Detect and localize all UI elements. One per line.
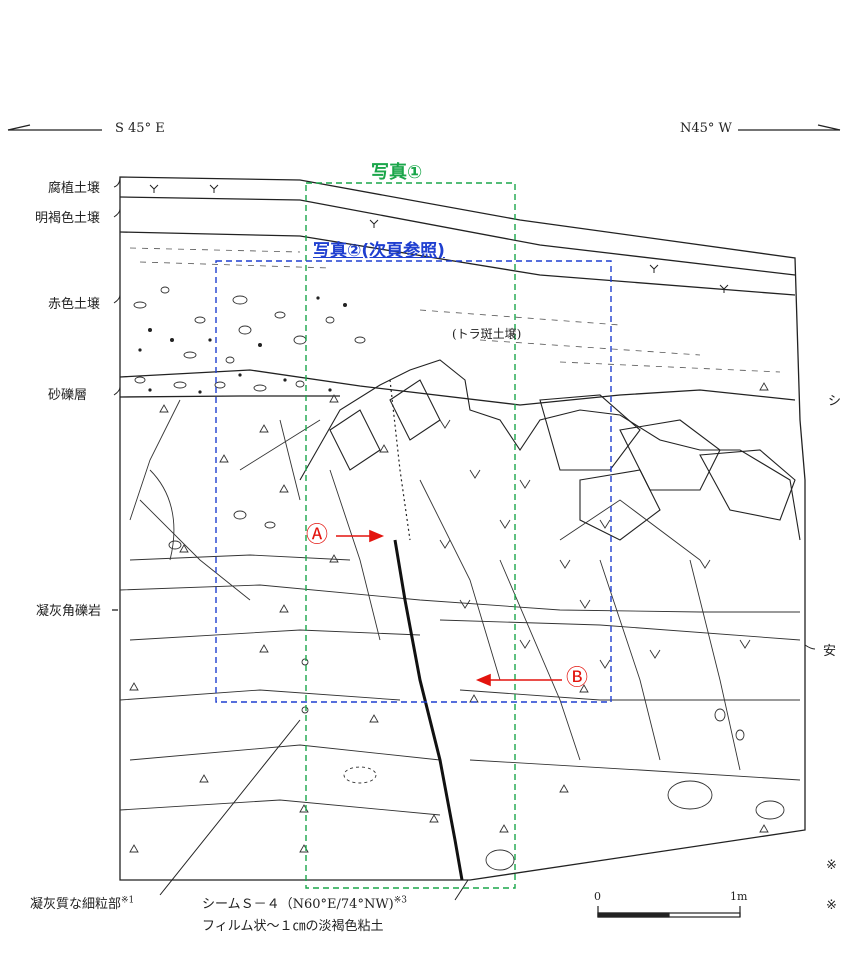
photo2-frame xyxy=(215,260,612,703)
direction-left-label: S 45° E xyxy=(115,121,165,136)
right-edge-an: 安 xyxy=(823,644,837,659)
stratum-label-light-brown: 明褐色土壌 xyxy=(35,211,101,226)
marker-arrows xyxy=(336,529,562,687)
label-leaders xyxy=(113,176,816,901)
stratum-label-humus: 腐植土壌 xyxy=(48,181,101,196)
seam-s4-line xyxy=(393,539,464,881)
tuff-symbols xyxy=(129,382,769,853)
seam-label: シームＳ－４（N60°E/74°NW)※3 xyxy=(202,893,407,912)
seam-note-mark: ※3 xyxy=(393,895,408,906)
stratum-label-tuff-breccia: 凝灰角礫岩 xyxy=(36,604,102,619)
tora-soil-label: (トラ斑土壌) xyxy=(452,327,522,341)
direction-arrow-right xyxy=(738,124,841,131)
stratum-label-gravel: 砂礫層 xyxy=(48,388,88,403)
scale-one-label: 1m xyxy=(730,890,748,903)
marker-b: Ⓑ xyxy=(566,666,589,691)
seam-description: フィルム状～１㎝の淡褐色粘土 xyxy=(202,919,384,934)
marker-a: Ⓐ xyxy=(306,523,329,548)
fine-grain-label: 凝灰質な細粒部※1 xyxy=(30,893,134,912)
outcrop-outline xyxy=(112,176,806,881)
gravel-dots xyxy=(138,296,347,394)
stratum-label-red-soil: 赤色土壌 xyxy=(48,297,101,312)
scale-bar xyxy=(597,906,741,918)
breccia-blocks xyxy=(299,359,801,541)
vegetation-marks xyxy=(149,184,729,293)
photo2-label: 写真②(次頁参照) xyxy=(313,241,445,261)
right-edge-shi: シ xyxy=(828,394,842,409)
fine-grain-note-mark: ※1 xyxy=(121,895,135,906)
direction-arrow-left xyxy=(7,124,102,131)
pebbles xyxy=(133,286,785,871)
right-edge-note1: ※ xyxy=(826,858,837,873)
scale-zero-label: 0 xyxy=(594,890,601,903)
fine-grain-text: 凝灰質な細粒部 xyxy=(30,897,122,912)
seam-text: シームＳ－４（N60°E/74°NW) xyxy=(202,897,394,912)
fracture-lines xyxy=(119,399,801,816)
right-edge-note2: ※ xyxy=(826,898,837,913)
photo1-frame xyxy=(305,182,516,889)
photo1-label: 写真① xyxy=(371,162,423,183)
fine-grain-boundary xyxy=(389,379,411,541)
direction-right-label: N45° W xyxy=(680,121,732,136)
red-soil-hatching xyxy=(129,247,781,373)
